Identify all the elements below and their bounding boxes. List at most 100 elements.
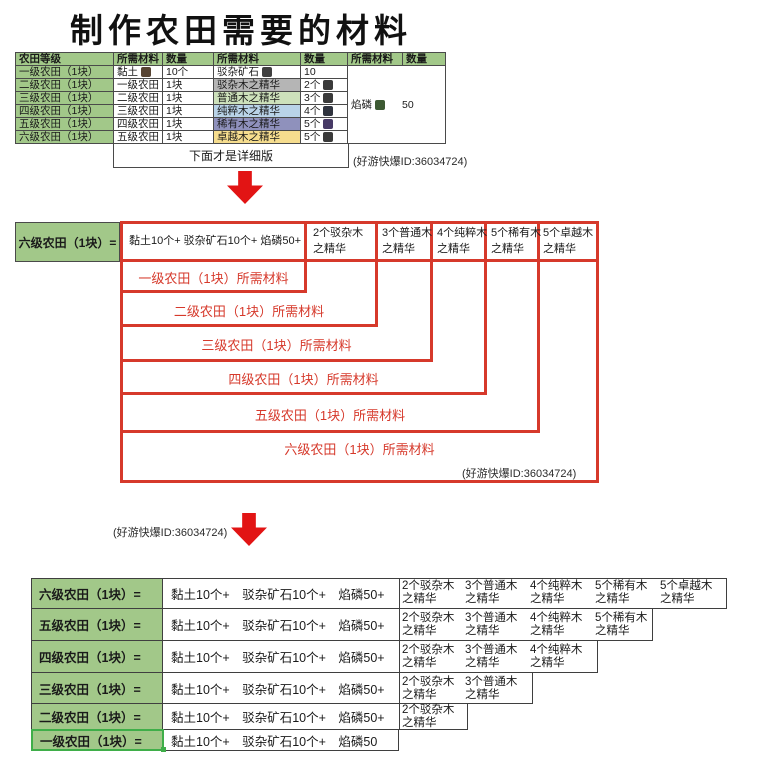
table-row-level: 二级农田（1块）: [16, 79, 114, 92]
nested-label-level5: 五级农田（1块）所需材料: [254, 407, 406, 423]
bottom-row-level3: 三级农田（1块）= 黏土10个+ 驳杂矿石10个+ 焰磷50+ 2个驳杂木之精华…: [31, 672, 533, 704]
essence-cell: 3个普通木之精华: [382, 227, 433, 255]
table-cell-qty: 3个: [301, 92, 348, 105]
table-cell-material: 普通木之精华: [214, 92, 301, 105]
clay-icon: [141, 67, 151, 77]
down-arrow-icon: [231, 513, 267, 546]
watermark: (好游快爆ID:36034724): [113, 527, 228, 539]
col-header: 数量: [301, 53, 348, 66]
bottom-row-level1: 一级农田（1块）= 黏土10个+ 驳杂矿石10个+ 焰磷50: [31, 729, 399, 752]
table-cell-material: 三级农田: [114, 105, 163, 118]
essence-cell: 2个驳杂木之精华: [402, 612, 455, 637]
phosphor-qty: 50: [402, 98, 414, 111]
cell-divider: [399, 673, 400, 703]
table-cell-qty: 2个: [301, 79, 348, 92]
cell-divider: [399, 609, 400, 640]
common-wood-essence-icon: [323, 93, 334, 103]
middle-level6-label: 六级农田（1块）=: [15, 222, 120, 262]
essence-cell: 5个稀有木之精华: [595, 580, 648, 605]
cell-divider: [399, 579, 400, 608]
nested-label-level2: 二级农田（1块）所需材料: [173, 303, 325, 319]
bottom-row-level6: 六级农田（1块）= 黏土10个+ 驳杂矿石10个+ 焰磷50+ 2个驳杂木之精华…: [31, 578, 727, 609]
phosphor-icon: [375, 99, 385, 110]
page-title: 制作农田需要的材料: [70, 14, 412, 50]
row-level-label: 四级农田（1块）=: [32, 641, 163, 672]
nested-box-level1: [120, 221, 307, 293]
bottom-row-level5: 五级农田（1块）= 黏土10个+ 驳杂矿石10个+ 焰磷50+ 2个驳杂木之精华…: [31, 608, 653, 641]
table-row-level: 六级农田（1块）: [16, 131, 114, 144]
col-header: 数量: [403, 53, 446, 66]
cell-divider: [399, 641, 400, 672]
superb-wood-essence-icon: [323, 132, 334, 142]
essence-cell: 3个普通木之精华: [465, 644, 518, 669]
fill-handle: [161, 747, 166, 752]
row-level-label-selected: 一级农田（1块）=: [31, 729, 164, 751]
phosphor-name: 焰磷: [351, 98, 372, 111]
essence-cell: 3个普通木之精华: [465, 676, 518, 701]
table-cell-material: 稀有木之精华: [214, 118, 301, 131]
table-cell-material: 卓越木之精华: [214, 131, 301, 144]
table-cell-material: 驳杂木之精华: [214, 79, 301, 92]
essence-cell: 2个驳杂木之精华: [402, 580, 455, 605]
nested-label-level3: 三级农田（1块）所需材料: [201, 338, 352, 353]
essence-cell: 4个纯粹木之精华: [437, 227, 488, 255]
table-cell-qty: 1块: [163, 105, 214, 118]
table-cell-qty: 10: [301, 66, 348, 79]
essence-cell: 2个驳杂木之精华: [402, 704, 455, 729]
watermark: (好游快爆ID:36034724): [462, 468, 577, 480]
table-cell-material: 驳杂矿石: [214, 66, 301, 79]
essence-cell: 5个卓越木之精华: [660, 580, 713, 605]
essence-cell: 4个纯粹木之精华: [530, 580, 583, 605]
summary-table: 农田等级 所需材料 数量 所需材料 数量 所需材料 数量 一级农田（1块） 黏土…: [15, 52, 446, 144]
row-level-label: 五级农田（1块）=: [32, 609, 163, 640]
ore-icon: [262, 67, 272, 77]
cell-divider: [399, 704, 400, 729]
table-cell-qty: 1块: [163, 118, 214, 131]
essence-cell: 2个驳杂木之精华: [313, 227, 364, 255]
row-base-materials: 黏土10个+ 驳杂矿石10个+ 焰磷50+: [171, 651, 385, 665]
watermark: (好游快爆ID:36034724): [353, 156, 468, 168]
table-cell-qty: 1块: [163, 79, 214, 92]
row-level-label: 二级农田（1块）=: [32, 704, 163, 729]
essence-cell: 4个纯粹木之精华: [530, 612, 583, 637]
mixed-wood-essence-icon: [323, 80, 334, 90]
table-cell-material: 黏土: [114, 66, 163, 79]
essence-cell: 4个纯粹木之精华: [530, 644, 583, 669]
row-base-materials: 黏土10个+ 驳杂矿石10个+ 焰磷50+: [171, 588, 385, 602]
row-level-label: 六级农田（1块）=: [32, 579, 163, 608]
down-arrow-icon: [227, 171, 263, 204]
col-header: 数量: [163, 53, 214, 66]
row-base-materials: 黏土10个+ 驳杂矿石10个+ 焰磷50+: [171, 682, 385, 697]
nested-label-level4: 四级农田（1块）所需材料: [228, 372, 379, 387]
table-cell-material: 二级农田: [114, 92, 163, 105]
table-row-level: 四级农田（1块）: [16, 105, 114, 118]
essence-cell: 5个稀有木之精华: [491, 227, 542, 255]
col-header: 所需材料: [114, 53, 163, 66]
table-row-level: 五级农田（1块）: [16, 118, 114, 131]
detail-note: 下面才是详细版: [113, 143, 349, 168]
row-base-materials: 黏土10个+ 驳杂矿石10个+ 焰磷50+: [171, 619, 385, 633]
pure-wood-essence-icon: [323, 106, 334, 116]
essence-cell: 5个稀有木之精华: [595, 612, 648, 637]
diagram-divider: [120, 259, 599, 262]
table-row-level: 一级农田（1块）: [16, 66, 114, 79]
col-header: 农田等级: [16, 53, 114, 66]
nested-label-level6: 六级农田（1块）所需材料: [284, 441, 435, 457]
essence-cell: 3个普通木之精华: [465, 580, 518, 605]
row-level-label: 三级农田（1块）=: [32, 673, 163, 703]
bottom-row-level2: 二级农田（1块）= 黏土10个+ 驳杂矿石10个+ 焰磷50+ 2个驳杂木之精华: [31, 703, 468, 730]
table-cell-qty: 10个: [163, 66, 214, 79]
row-base-materials: 黏土10个+ 驳杂矿石10个+ 焰磷50: [171, 734, 378, 749]
table-cell-material: 纯粹木之精华: [214, 105, 301, 118]
table-row-level: 三级农田（1块）: [16, 92, 114, 105]
col-header: 所需材料: [214, 53, 301, 66]
essence-cell: 5个卓越木之精华: [543, 227, 594, 255]
row-base-materials: 黏土10个+ 驳杂矿石10个+ 焰磷50+: [171, 711, 385, 725]
essence-cell: 3个普通木之精华: [465, 612, 518, 637]
bottom-row-level4: 四级农田（1块）= 黏土10个+ 驳杂矿石10个+ 焰磷50+ 2个驳杂木之精华…: [31, 640, 598, 673]
table-cell-material: 一级农田: [114, 79, 163, 92]
rare-wood-essence-icon: [323, 119, 334, 129]
table-cell-material: 四级农田: [114, 118, 163, 131]
table-cell-qty: 4个: [301, 105, 348, 118]
